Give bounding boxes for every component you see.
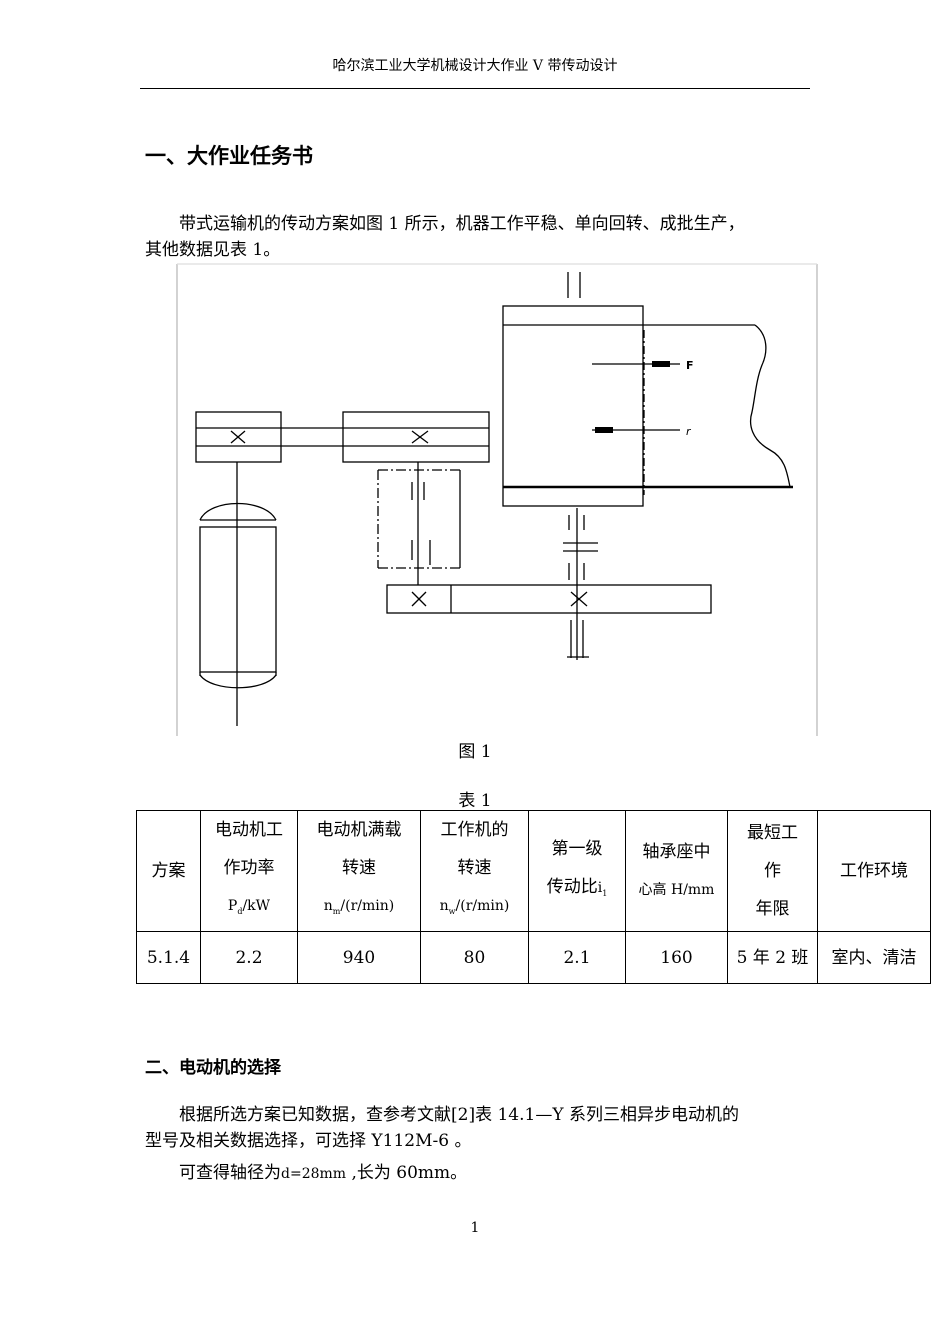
velocity-label: r	[686, 425, 692, 438]
header-center-height: 轴承座中 心高 H/mm	[625, 810, 728, 932]
cell-power: 2.2	[200, 931, 298, 984]
transmission-diagram: F r	[176, 263, 818, 736]
cell-environment: 室内、清洁	[817, 931, 931, 984]
header-rule	[140, 88, 810, 89]
header-scheme: 方案	[136, 810, 201, 932]
header-work-speed: 工作机的 转速 nw/(r/min)	[420, 810, 529, 932]
section2-paragraph2: 可查得轴径为d=28mm ,长为 60mm。	[145, 1161, 815, 1186]
header-motor-speed: 电动机满载 转速 nm/(r/min)	[297, 810, 421, 932]
cell-work-speed: 80	[420, 931, 529, 984]
header-ratio: 第一级 传动比i1	[528, 810, 626, 932]
cell-scheme: 5.1.4	[136, 931, 201, 984]
section1-para-line1: 带式运输机的传动方案如图 1 所示，机器工作平稳、单向回转、成批生产，	[179, 214, 745, 234]
velocity-arrow-head-icon	[595, 427, 613, 433]
cell-motor-speed: 940	[297, 931, 421, 984]
section1-para-line2: 其他数据见表 1。	[145, 240, 281, 260]
header-power: 电动机工 作功率 Pd/kW	[200, 810, 298, 932]
table-row: 5.1.4 2.2 940 80 2.1 160 5 年 2 班 室内、清洁	[136, 931, 931, 984]
section1-paragraph: 带式运输机的传动方案如图 1 所示，机器工作平稳、单向回转、成批生产，	[145, 212, 815, 236]
table-caption: 表 1	[458, 791, 492, 811]
page-number: 1	[470, 1220, 480, 1236]
shaft-diameter: d=28mm	[281, 1166, 347, 1182]
parameters-table: 方案 电动机工 作功率 Pd/kW 电动机满载 转速 nm/(r/min) 工作…	[136, 810, 931, 984]
header-environment: 工作环境	[817, 810, 931, 932]
cell-ratio: 2.1	[528, 931, 626, 984]
section1-heading: 一、大作业任务书	[145, 144, 313, 168]
force-arrow-head-icon	[652, 361, 670, 367]
force-label: F	[686, 359, 694, 372]
cell-life: 5 年 2 班	[727, 931, 818, 984]
section2-heading: 二、电动机的选择	[145, 1058, 281, 1078]
section2-paragraph-cont: 型号及相关数据选择，可选择 Y112M-6 。	[145, 1129, 815, 1153]
section2-para-line1: 根据所选方案已知数据，查参考文献[2]表 14.1—Y 系列三相异步电动机的	[179, 1105, 739, 1125]
shaft-text-c: ,长为 60mm。	[346, 1163, 468, 1183]
section2-para-line2: 型号及相关数据选择，可选择 Y112M-6 。	[145, 1131, 472, 1151]
figure-caption: 图 1	[458, 742, 492, 762]
shaft-text-a: 可查得轴径为	[179, 1163, 281, 1183]
header-life: 最短工 作 年限	[727, 810, 818, 932]
cell-center-height: 160	[625, 931, 728, 984]
section1-paragraph-cont: 其他数据见表 1。	[145, 238, 815, 262]
section2-paragraph: 根据所选方案已知数据，查参考文献[2]表 14.1—Y 系列三相异步电动机的	[145, 1103, 815, 1127]
page-header: 哈尔滨工业大学机械设计大作业 V 带传动设计	[332, 58, 618, 74]
table-header-row: 方案 电动机工 作功率 Pd/kW 电动机满载 转速 nm/(r/min) 工作…	[136, 810, 931, 932]
